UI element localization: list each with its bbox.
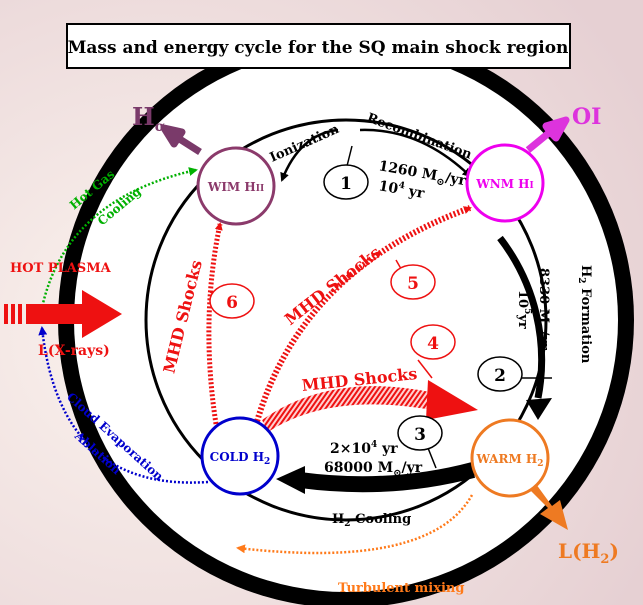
step4-pointer — [417, 359, 433, 379]
svg-text:COLD H2: COLD H2 — [210, 450, 271, 467]
halpha-outflow-arrow — [160, 124, 202, 155]
step1-number: 1 — [340, 174, 352, 194]
node-wim: WIM HII — [196, 146, 276, 226]
step3-time: 2×104 yr — [330, 440, 398, 457]
node-warm: WARM H2 — [470, 418, 550, 498]
hot-gas-cooling-arrow — [38, 167, 198, 319]
step6-number: 6 — [226, 293, 238, 313]
cloud-evaporation-arrow — [38, 326, 209, 484]
step1-badge — [323, 164, 369, 200]
turbulent-mixing-label: Turbulent mixing — [338, 581, 464, 596]
step1-time: 104 yr — [377, 177, 426, 202]
title-text: Mass and energy cycle for the SQ main sh… — [68, 38, 569, 58]
mhd-shock-band-4 — [262, 386, 432, 432]
step3-rate: 68000 M⊙/yr — [324, 460, 423, 479]
xrays-label: L(X-rays) — [38, 343, 110, 359]
hot-plasma-label: HOT PLASMA — [10, 261, 112, 276]
lh2-outflow-arrow — [530, 484, 568, 530]
mhd-shock-arc-6 — [206, 222, 223, 425]
node-wnm: WNM HI — [465, 143, 545, 223]
step4-number: 4 — [427, 334, 439, 354]
step2-number: 2 — [494, 366, 506, 386]
step2-badge — [477, 356, 523, 392]
h2-cooling-arrowhead — [276, 466, 305, 494]
h2-formation-label: H2 Formation — [576, 265, 593, 364]
recombination-arrow — [359, 128, 472, 178]
h2-formation-arrowhead — [526, 398, 552, 420]
ionization-arrow — [280, 128, 339, 182]
mhd-shock-arrowhead-4 — [426, 380, 478, 420]
svg-text:WNM HI: WNM HI — [475, 177, 533, 191]
step3-badge — [397, 415, 443, 451]
step6-badge — [209, 283, 255, 319]
oi-label: OI — [572, 104, 601, 130]
title-box — [66, 23, 571, 69]
oi-outflow-arrow — [525, 116, 570, 153]
step5-badge — [390, 264, 436, 300]
step2-rate: 8330 M⊙/yr — [533, 268, 551, 350]
cycle-circle — [144, 118, 548, 522]
step5-number: 5 — [407, 274, 419, 294]
mhd-shock-arc-5 — [253, 205, 472, 426]
svg-text:WARM H2: WARM H2 — [475, 452, 543, 469]
svg-text:WIM HII: WIM HII — [207, 180, 264, 194]
step4-badge — [410, 324, 456, 360]
h2-cooling-arrow — [298, 462, 476, 493]
step2-time: 105yr — [515, 290, 532, 329]
step3-number: 3 — [414, 425, 426, 445]
lh2-label: L(H2) — [558, 539, 619, 567]
h2-cooling-label: H2 Cooling — [332, 512, 411, 529]
step3-pointer — [427, 447, 437, 469]
xray-arrow — [4, 290, 122, 338]
node-cold: COLD H2 — [200, 416, 280, 496]
halpha-label: Hα — [132, 102, 166, 135]
turbulent-mixing-arrow — [236, 494, 474, 555]
